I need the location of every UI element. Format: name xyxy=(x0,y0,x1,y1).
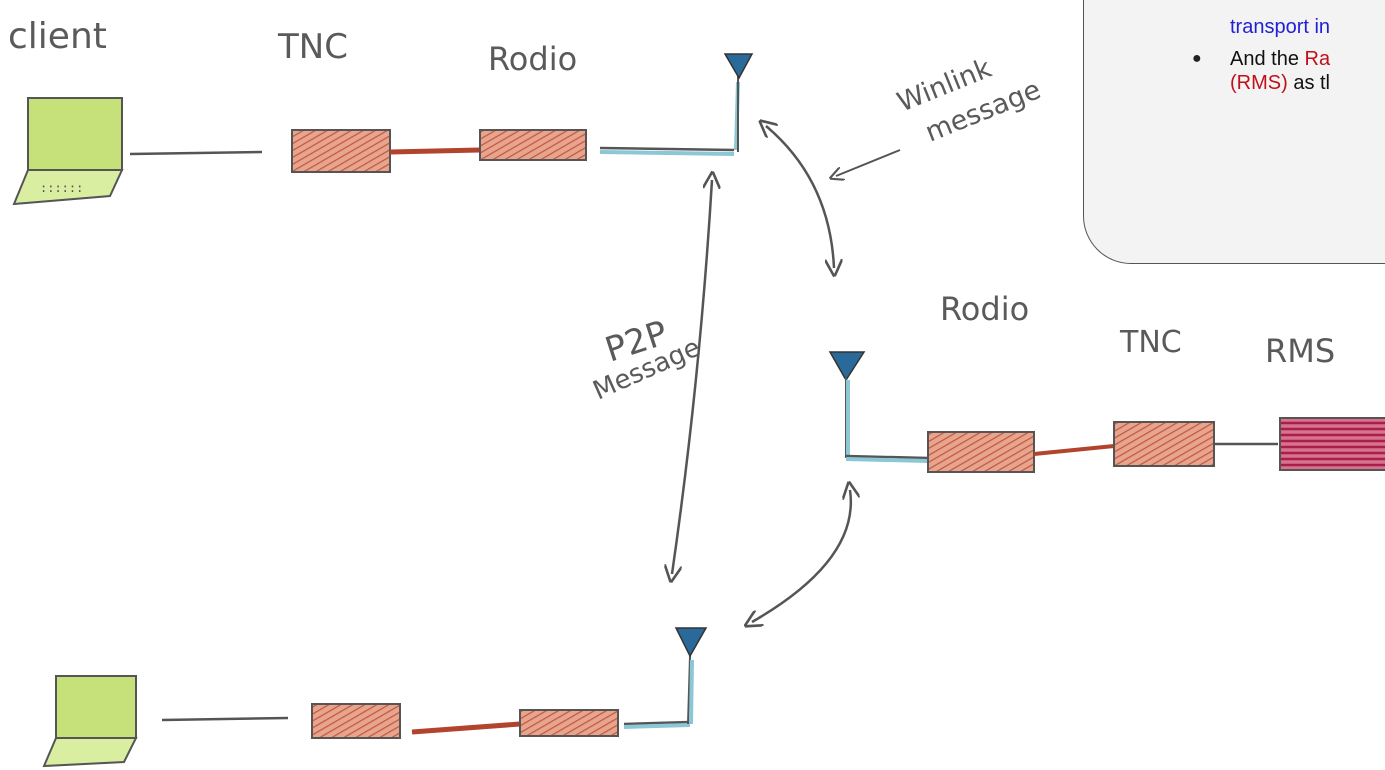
laptop-icon-bottom xyxy=(44,676,136,766)
rms-label: RMS xyxy=(1265,332,1335,370)
tnc-box-bottom xyxy=(312,704,400,738)
antenna-icon-top xyxy=(725,54,752,78)
rms-box xyxy=(1280,418,1385,470)
callout-box: transport in ● And the Ra (RMS) as tl xyxy=(1083,0,1385,264)
callout-bullet-and: ● And the Ra xyxy=(1230,47,1330,71)
winlink-path-arrow xyxy=(766,126,834,268)
tnc-box-right xyxy=(1114,422,1214,466)
svg-text:::::::: :::::: xyxy=(40,181,83,195)
bullet-icon: ● xyxy=(1192,47,1202,71)
p2p-path-arrow xyxy=(672,180,712,574)
tnc-right-label: TNC xyxy=(1119,325,1182,360)
radio-box-top xyxy=(480,130,586,160)
tnc-top-label: TNC xyxy=(277,27,348,67)
tnc-box-top xyxy=(292,130,390,172)
radio-box-right xyxy=(928,432,1034,472)
winlink-pointer-arrow xyxy=(836,150,900,176)
radio-top-label: Rodio xyxy=(488,40,577,78)
client-label: client xyxy=(8,16,107,57)
antenna-icon-bottom xyxy=(676,628,706,656)
radio-box-bottom xyxy=(520,710,618,736)
antenna-icon-right xyxy=(830,352,864,380)
laptop-icon-top: :::::: xyxy=(14,98,122,204)
bottom-to-gateway-arrow xyxy=(752,490,851,622)
callout-line-transport: transport in xyxy=(1230,15,1330,39)
callout-line-rms: (RMS) as tl xyxy=(1230,71,1330,95)
radio-right-label: Rodio xyxy=(940,290,1029,328)
